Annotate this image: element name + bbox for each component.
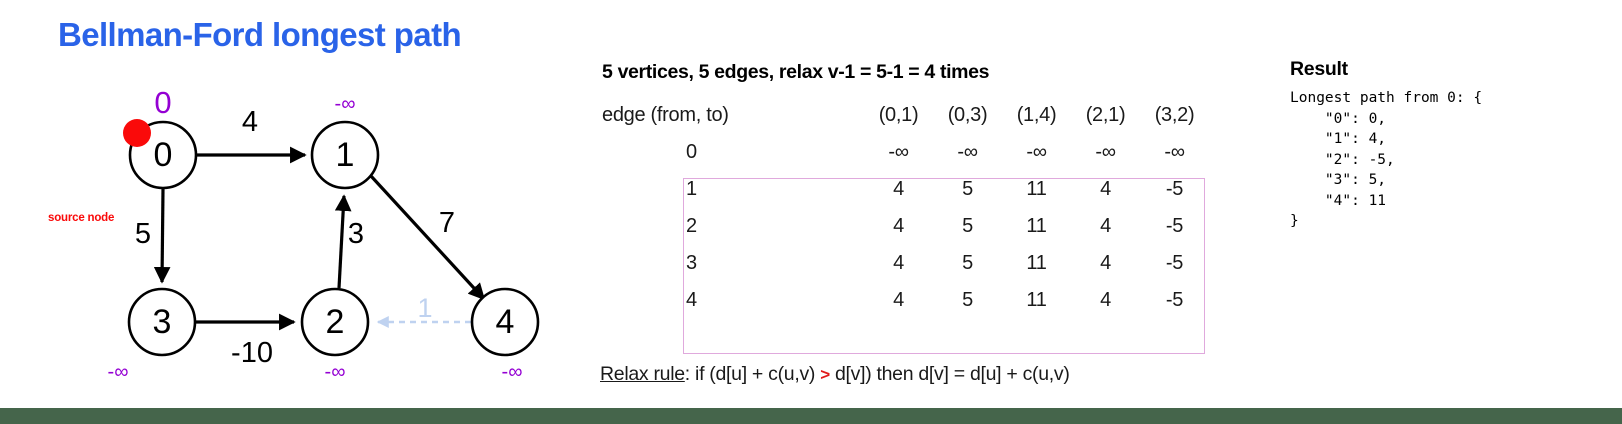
result-panel: Result Longest path from 0: { "0": 0, "1…	[1290, 58, 1610, 232]
table-header-col-2: (1,4)	[1016, 104, 1057, 126]
edge-weight-0-1: 4	[242, 106, 258, 138]
graph-edges	[153, 146, 486, 331]
footer-bar	[0, 408, 1622, 424]
dist-label-node-3: -∞	[108, 361, 129, 383]
relax-rule-after: d[v]) then d[v] = d[u] + c(u,v)	[829, 363, 1070, 385]
edge-2-1	[334, 194, 352, 289]
iteration-index: 4	[686, 289, 697, 311]
node-distance-labels: 0 -∞ -∞ -∞ -∞	[108, 85, 523, 383]
table-header-col-1: (0,3)	[947, 104, 988, 126]
table-row: 2 4 5 11 4 -5	[598, 208, 1209, 245]
cell-value: 4	[893, 289, 904, 311]
edge-0-3	[153, 188, 171, 284]
cell-value: 11	[1026, 178, 1047, 200]
relax-rule-label: Relax rule	[600, 363, 685, 385]
edge-weight-1-4: 7	[439, 207, 455, 239]
cell-value: 5	[962, 178, 973, 200]
graph-node-3[interactable]	[127, 287, 197, 357]
graph-nodes: 0 1 3 2 4	[127, 120, 540, 357]
table-row: 3 4 5 11 4 -5	[598, 245, 1209, 282]
table-heading: 5 vertices, 5 edges, relax v-1 = 5-1 = 4…	[602, 61, 990, 83]
graph-node-4-label: 4	[496, 303, 515, 341]
cell-value: 5	[962, 215, 973, 237]
iteration-index: 1	[686, 178, 697, 200]
cell-value: -∞	[1164, 141, 1185, 163]
edge-weight-0-3: 5	[135, 218, 151, 250]
graph-node-0-label: 0	[154, 136, 173, 174]
graph-node-2-label: 2	[326, 303, 345, 341]
relax-rule-operator: >	[820, 365, 830, 384]
iteration-index: 3	[686, 252, 697, 274]
table-header-col-4: (3,2)	[1154, 104, 1195, 126]
table-row: 4 4 5 11 4 -5	[598, 282, 1209, 319]
graph-svg: 0 1 3 2 4 4 5 7 3 -10 1 0 -∞ -∞	[108, 85, 540, 383]
cell-value: 11	[1026, 289, 1047, 311]
table-row: 1 4 5 11 4 -5	[598, 171, 1209, 208]
page-title: Bellman-Ford longest path	[58, 16, 462, 53]
cell-value: -5	[1165, 178, 1184, 200]
graph-diagram: 0 1 3 2 4 4 5 7 3 -10 1 0 -∞ -∞	[0, 70, 590, 390]
cell-value: 4	[1100, 178, 1111, 200]
cell-value: 5	[962, 289, 973, 311]
cell-value: 5	[962, 252, 973, 274]
graph-node-2[interactable]	[300, 287, 370, 357]
table-header-col-0: (0,1)	[878, 104, 919, 126]
edge-weight-2-1: 3	[348, 218, 364, 250]
cell-value: -5	[1165, 215, 1184, 237]
cell-value: 11	[1026, 215, 1047, 237]
result-heading: Result	[1290, 58, 1348, 80]
cell-value: -∞	[957, 141, 978, 163]
source-node-marker-icon	[123, 119, 151, 147]
edge-weight-3-2: -10	[231, 337, 273, 369]
dist-label-node-1: -∞	[335, 93, 356, 115]
cell-value: -∞	[1095, 141, 1116, 163]
cell-value: 4	[893, 252, 904, 274]
relaxation-table-panel: 5 vertices, 5 edges, relax v-1 = 5-1 = 4…	[598, 55, 1238, 400]
graph-node-1-label: 1	[336, 136, 355, 174]
cell-value: 4	[1100, 252, 1111, 274]
relax-rule-note: Relax rule: if (d[u] + c(u,v) > d[v]) th…	[600, 363, 1070, 386]
table-row: 0 -∞ -∞ -∞ -∞ -∞	[598, 134, 1209, 171]
iteration-index: 0	[686, 141, 697, 163]
dist-label-node-2: -∞	[325, 361, 346, 383]
dist-label-node-0: 0	[154, 85, 171, 120]
graph-node-1[interactable]	[310, 120, 380, 190]
table-header-row: edge (from, to) (0,1) (0,3) (1,4) (2,1) …	[598, 97, 1209, 134]
dist-label-node-4: -∞	[502, 361, 523, 383]
source-node-label: source node	[48, 212, 115, 224]
cell-value: -5	[1165, 252, 1184, 274]
cell-value: 4	[1100, 289, 1111, 311]
cell-value: -∞	[1026, 141, 1047, 163]
table-header-col-3: (2,1)	[1085, 104, 1126, 126]
result-code-block: Longest path from 0: { "0": 0, "1": 4, "…	[1290, 90, 1483, 229]
cell-value: 4	[893, 215, 904, 237]
graph-node-4[interactable]	[470, 287, 540, 357]
cell-value: 4	[1100, 215, 1111, 237]
iteration-index: 2	[686, 215, 697, 237]
relax-rule-before: : if (d[u] + c(u,v)	[684, 363, 821, 385]
cell-value: 4	[893, 178, 904, 200]
graph-node-3-label: 3	[153, 303, 172, 341]
edge-weight-labels: 4 5 7 3 -10 1	[135, 106, 455, 369]
edge-1-4	[369, 174, 486, 301]
table-header-edge: edge (from, to)	[602, 104, 729, 126]
cell-value: -5	[1165, 289, 1184, 311]
cell-value: 11	[1026, 252, 1047, 274]
edge-weight-4-2: 1	[417, 293, 432, 323]
cell-value: -∞	[888, 141, 909, 163]
relaxation-table: edge (from, to) (0,1) (0,3) (1,4) (2,1) …	[598, 97, 1209, 319]
